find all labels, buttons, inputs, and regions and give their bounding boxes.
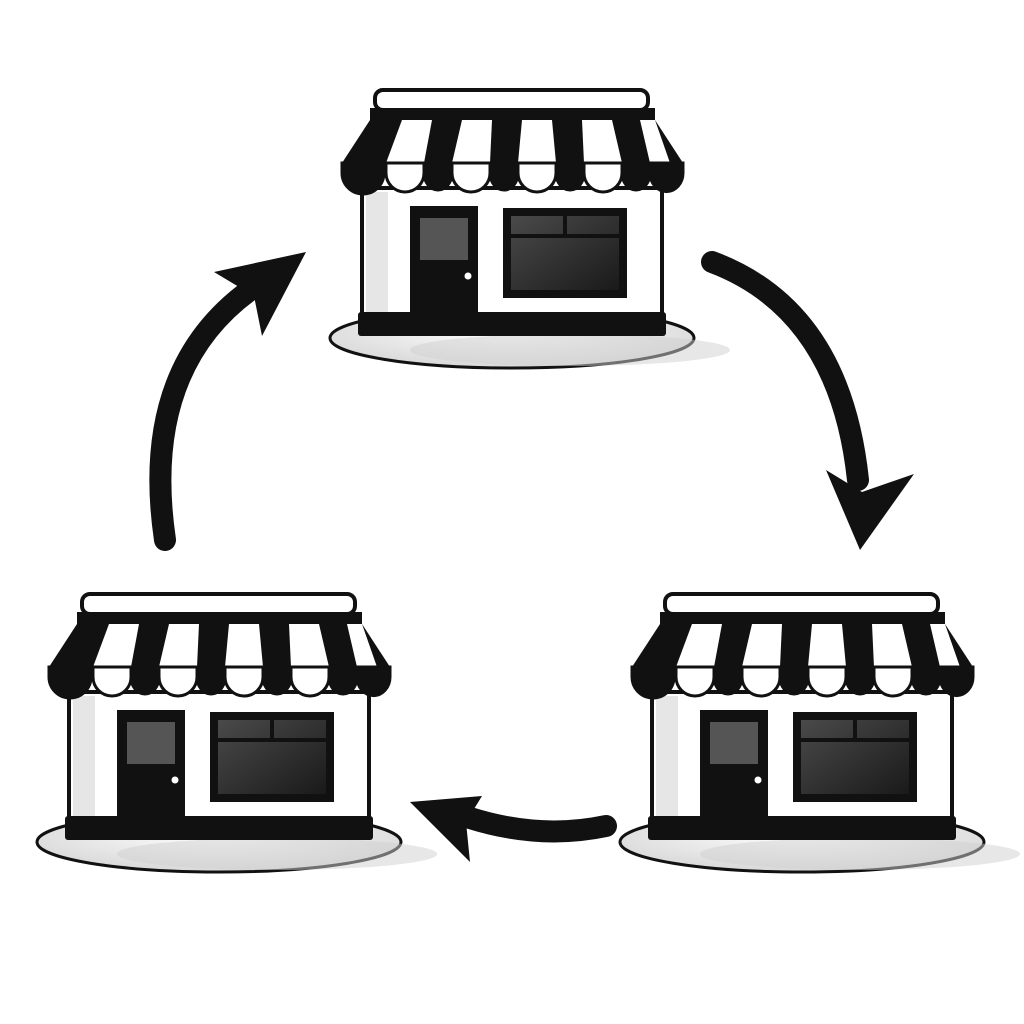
arrow-left-to-top — [149, 252, 306, 551]
curved-arrow-icon — [149, 279, 261, 551]
curved-arrow-icon — [459, 807, 617, 843]
storefront-icon — [328, 88, 732, 370]
arrow-top-to-right — [701, 251, 914, 550]
store-bottom-right — [618, 592, 1022, 874]
storefront-icon — [35, 592, 439, 874]
store-bottom-left — [35, 592, 439, 874]
storefront-icon — [618, 592, 1022, 874]
curved-arrow-icon — [701, 251, 869, 491]
arrow-right-to-left — [410, 796, 617, 862]
store-top — [328, 88, 732, 370]
